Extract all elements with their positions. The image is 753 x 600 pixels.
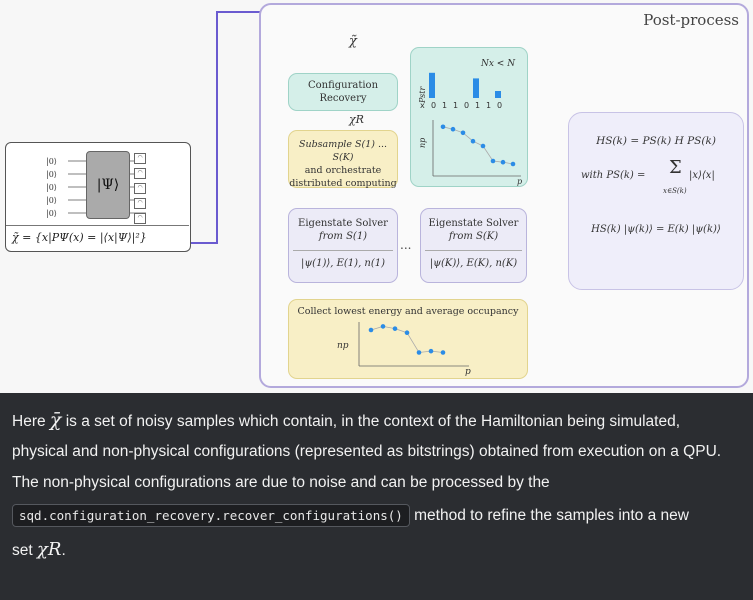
state-gate-label: |Ψ⟩ xyxy=(96,177,120,193)
sample-bar xyxy=(473,78,479,98)
bitstring-digit: 0 xyxy=(497,101,502,110)
scatter-point xyxy=(440,124,446,130)
scatter-point xyxy=(490,158,496,164)
scatter-point xyxy=(510,161,516,167)
projector-sum-subscript: x∈S(k) xyxy=(663,187,687,195)
collect-point xyxy=(368,327,374,333)
collect-point xyxy=(404,330,410,335)
collect-x-axis-label: p xyxy=(465,367,471,377)
collect-box: Collect lowest energy and average occupa… xyxy=(288,299,528,379)
xr-label: χR xyxy=(349,113,364,126)
qubit-labels: |0⟩ |0⟩ |0⟩ |0⟩ |0⟩ xyxy=(46,155,57,220)
projected-hamiltonian-eq: HS(k) = PS(k) H PS(k) xyxy=(596,135,716,147)
bitstring-digit: 0 xyxy=(431,101,436,110)
recover-configurations-code[interactable]: sqd.configuration_recovery.recover_confi… xyxy=(12,504,410,527)
sample-bar xyxy=(495,91,501,98)
eigenstate-solver-1-box: Eigenstate Solver from S(1) |ψ(1)⟩, E(1)… xyxy=(288,208,398,283)
solver-1-line2: from S(1) xyxy=(318,231,368,242)
meter-icon: ◠ xyxy=(134,198,146,209)
collect-trend-line xyxy=(370,325,444,353)
subsample-line1: Subsample S(1) ... S(K) xyxy=(298,139,388,163)
bitstring-digit: 1 xyxy=(442,101,447,110)
measurement-meters: ◠ ◠ ◠ ◠ ◠ xyxy=(134,153,146,228)
scatter-point xyxy=(480,143,486,149)
x-tilde-label: χ̃ xyxy=(349,34,357,49)
description-line-2: physical and non-physical configurations… xyxy=(12,443,722,460)
solver-k-result: |ψ(K)⟩, E(K), n(K) xyxy=(425,250,522,270)
workflow-diagram: Post-process χ̃ χR |0⟩ |0⟩ |0⟩ |0⟩ |0⟩ |Ψ⟩ ◠… xyxy=(5,3,749,388)
config-recovery-line1: Configuration xyxy=(307,80,379,91)
qubit-label: |0⟩ xyxy=(46,157,57,166)
solver-k-line1: Eigenstate Solver xyxy=(428,218,519,229)
bitstring-digit: 1 xyxy=(453,101,458,110)
description-panel: Here χ̄ is a set of noisy samples which … xyxy=(0,393,753,600)
quantum-circuit-box: |0⟩ |0⟩ |0⟩ |0⟩ |0⟩ |Ψ⟩ ◠ ◠ ◠ ◠ ◠ χ̃ = {x|PΨ(x) … xyxy=(5,142,191,252)
configuration-recovery-box: Configuration Recovery xyxy=(288,73,398,111)
line5-start: set xyxy=(12,542,37,559)
description-line-5: set χR. xyxy=(12,534,739,565)
meter-icon: ◠ xyxy=(134,183,146,194)
projector-sum-symbol: Σ xyxy=(669,157,682,178)
bar-y-axis-label: Pstr xyxy=(418,86,427,104)
eigenvalue-eq: HS(k) |ψ(k)⟩ = E(k) |ψ(k)⟩ xyxy=(591,224,721,235)
qubit-label: |0⟩ xyxy=(46,170,57,179)
bitstring-digit: 1 xyxy=(486,101,491,110)
legend-label: Nx < N xyxy=(480,59,516,69)
state-gate: |Ψ⟩ xyxy=(86,151,130,219)
math-panel: HS(k) = PS(k) H PS(k) with PS(k) = Σ x∈S… xyxy=(568,112,744,290)
collect-point xyxy=(428,348,434,354)
eigenstate-solver-k-box: Eigenstate Solver from S(K) |ψ(K)⟩, E(K)… xyxy=(420,208,527,283)
sample-set-formula: χ̃ = {x|PΨ(x) = |⟨x|Ψ⟩|²} xyxy=(12,231,147,244)
solver-ellipsis: ... xyxy=(400,238,412,252)
subsample-line3: distributed computing xyxy=(289,178,397,189)
subsample-line2: and orchestrate xyxy=(304,165,382,176)
bitstring-digit: x xyxy=(420,101,425,110)
meter-icon: ◠ xyxy=(134,153,146,164)
meter-icon: ◠ xyxy=(134,213,146,224)
line1-rest: is a set of noisy samples which contain,… xyxy=(61,413,681,430)
scatter-trend-line xyxy=(442,126,514,165)
line5-end: . xyxy=(61,542,66,559)
description-line-3: The non-physical configurations are due … xyxy=(12,474,550,491)
sample-bar xyxy=(429,72,435,98)
solver-1-result: |ψ(1)⟩, E(1), n(1) xyxy=(293,250,393,270)
projector-term: |x⟩⟨x| xyxy=(689,170,715,181)
config-recovery-line2: Recovery xyxy=(319,93,367,104)
chi-r-symbol: χR xyxy=(36,539,62,560)
line1-start: Here xyxy=(12,413,50,430)
scatter-point xyxy=(460,130,466,136)
scatter-x-axis-label: p xyxy=(517,177,522,186)
qubit-label: |0⟩ xyxy=(46,196,57,205)
bitstring-digit: 0 xyxy=(464,101,469,110)
collect-point xyxy=(440,350,446,355)
description-line-1: Here χ̄ is a set of noisy samples which … xyxy=(12,405,739,436)
scatter-point xyxy=(500,159,506,165)
scatter-y-axis-label: np xyxy=(418,138,427,148)
projector-eq-prefix: with PS(k) = xyxy=(581,170,646,181)
collect-point xyxy=(392,326,398,331)
collect-label: Collect lowest energy and average occupa… xyxy=(297,306,519,317)
bitstring-digit: 1 xyxy=(475,101,480,110)
qubit-label: |0⟩ xyxy=(46,209,57,218)
subsample-box: Subsample S(1) ... S(K) and orchestrate … xyxy=(288,130,398,189)
solver-k-line2: from S(K) xyxy=(448,231,499,242)
scatter-point xyxy=(470,138,476,144)
chi-bar-symbol: χ̄ xyxy=(49,409,62,431)
collect-y-axis-label: np xyxy=(337,341,349,351)
line4-rest: method to refine the samples into a new xyxy=(409,507,689,524)
qubit-label: |0⟩ xyxy=(46,183,57,192)
post-process-title: Post-process xyxy=(643,11,739,29)
occupancy-plot xyxy=(358,322,469,367)
meter-icon: ◠ xyxy=(134,168,146,179)
circuit-divider xyxy=(6,225,189,226)
collect-point xyxy=(380,324,386,329)
collect-point xyxy=(416,350,422,355)
description-line-4: sqd.configuration_recovery.recover_confi… xyxy=(12,498,739,534)
solver-1-line1: Eigenstate Solver xyxy=(298,218,388,229)
scatter-point xyxy=(450,126,456,132)
